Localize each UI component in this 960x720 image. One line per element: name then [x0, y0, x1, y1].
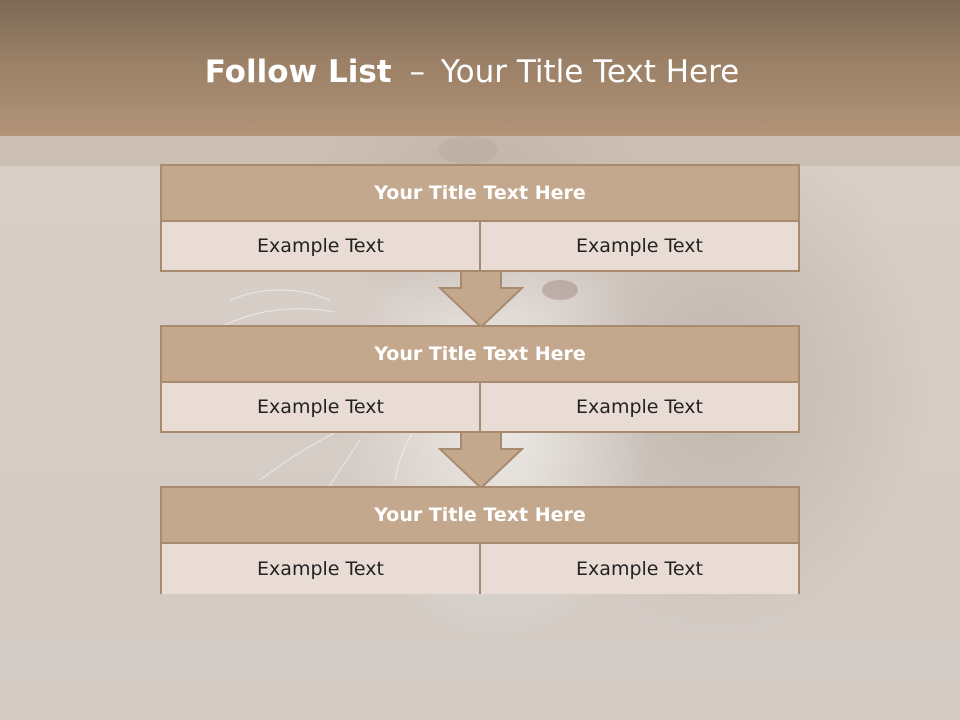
down-arrow-icon — [438, 431, 524, 489]
down-arrow-icon — [438, 270, 524, 328]
step-heading: Your Title Text Here — [162, 327, 798, 383]
step-heading: Your Title Text Here — [162, 166, 798, 222]
step-block-3: Your Title Text Here Example Text Exampl… — [160, 486, 800, 594]
slide-title-rest: Your Title Text Here — [440, 54, 740, 90]
step-heading: Your Title Text Here — [162, 488, 798, 544]
step-cell-left: Example Text — [162, 383, 479, 431]
step-row: Example Text Example Text — [162, 544, 798, 594]
step-cell-left: Example Text — [162, 544, 479, 594]
step-cell-left: Example Text — [162, 222, 479, 270]
header-band — [0, 0, 960, 136]
header-stripe — [0, 136, 960, 166]
step-cell-right: Example Text — [479, 222, 798, 270]
slide-title-bold: Follow List — [204, 54, 392, 90]
slide-title: Follow List – Your Title Text Here — [0, 54, 944, 90]
slide-title-separator: – — [409, 54, 425, 90]
step-cell-right: Example Text — [479, 544, 798, 594]
step-cell-right: Example Text — [479, 383, 798, 431]
step-row: Example Text Example Text — [162, 383, 798, 431]
step-row: Example Text Example Text — [162, 222, 798, 270]
step-block-2: Your Title Text Here Example Text Exampl… — [160, 325, 800, 433]
step-block-1: Your Title Text Here Example Text Exampl… — [160, 164, 800, 272]
